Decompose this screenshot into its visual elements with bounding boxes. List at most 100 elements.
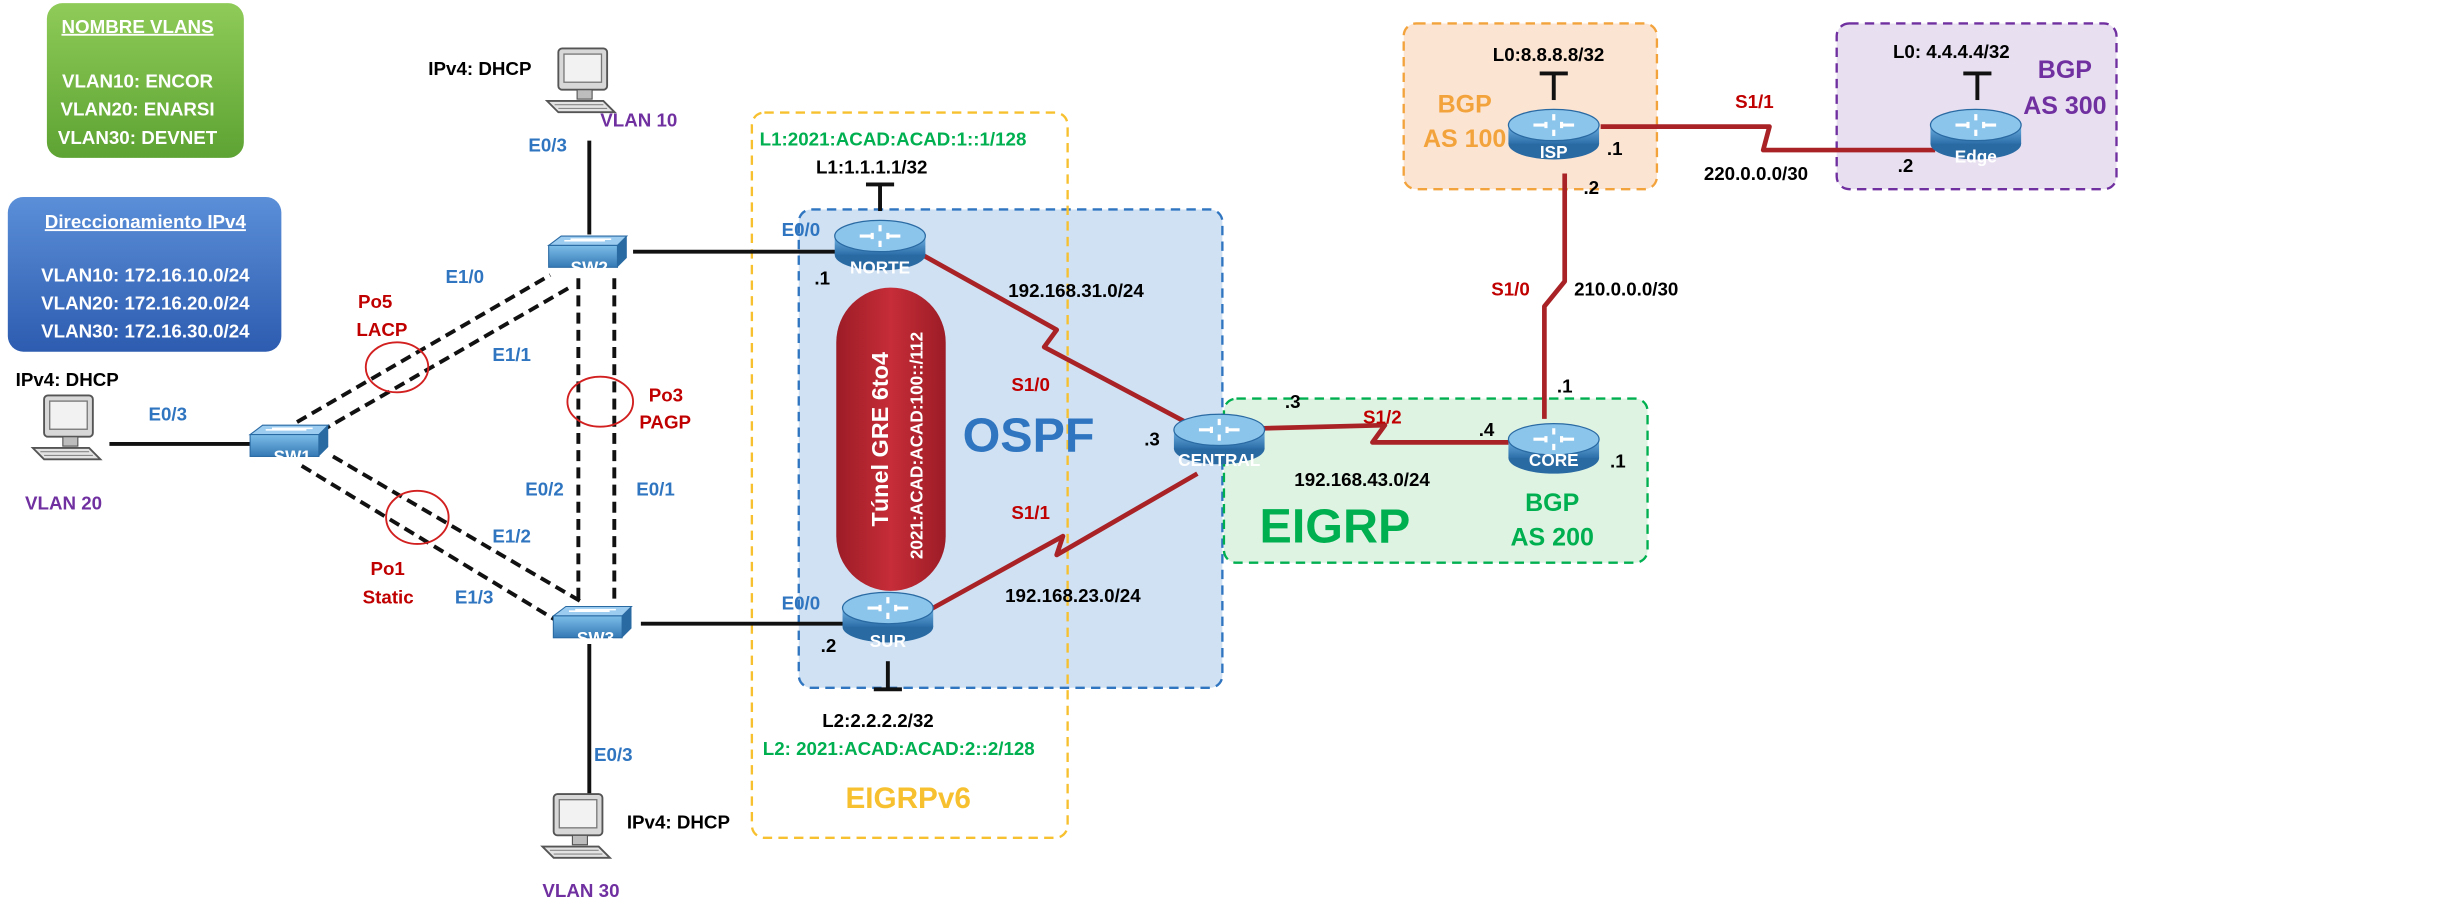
po5-mode: LACP [356,319,407,340]
sur-s11: S1/1 [1011,502,1050,523]
sur-e00: E0/0 [782,593,821,614]
po3-marker [566,375,635,428]
switch-sw1[interactable]: SW1 [249,424,330,467]
sur-ip: .2 [821,635,837,656]
serial-central-core [1262,422,1514,445]
sw2-label: SW2 [571,258,608,278]
net-central-core: 192.168.43.0/24 [1294,469,1430,490]
tunnel-prefix: 2021:ACAD:ACAD:100::/112 [906,332,926,559]
po3-mode: PAGP [639,411,691,432]
bgp300-line2: AS 300 [2023,92,2106,120]
core-ip-east: .1 [1610,450,1626,471]
po1-name: Po1 [370,558,404,579]
po5-member-1 [296,273,552,424]
switch-sw3[interactable]: SW3 [552,605,633,648]
vlan-legend-title: NOMBRE VLANS [62,16,214,37]
bgp200-line1: BGP [1525,489,1579,517]
central-label: CENTRAL [1178,450,1260,470]
loopback-stems [865,71,1992,692]
serial-isp-edge [1600,124,1936,153]
serial-links [921,124,1936,612]
router-core[interactable]: CORE [1506,422,1601,476]
ipv4-legend-title: Direccionamiento IPv4 [45,211,247,232]
pc20-port-label: E0/3 [148,403,187,424]
port-e1-0: E1/0 [445,266,484,287]
serial-core-isp [1542,173,1568,419]
port-e1-1: E1/1 [492,344,531,365]
etherchannel-links [296,273,617,623]
ipv4-legend-line-1: VLAN10: 172.16.10.0/24 [41,264,250,285]
ipv4-legend-line-3: VLAN30: 172.16.30.0/24 [41,321,250,342]
core-ip-west: .4 [1479,419,1495,440]
pc20-vlan-label: VLAN 20 [25,493,102,514]
router-central[interactable]: CENTRAL [1172,412,1267,470]
ipv4-addressing-legend: Direccionamiento IPv4 VLAN10: 172.16.10.… [7,196,282,352]
tunnel-title: Túnel GRE 6to4 [867,352,893,526]
eigrpv6-area-label: EIGRPv6 [845,782,970,815]
net-norte-central: 192.168.31.0/24 [1008,280,1144,301]
central-ip-west: .3 [1144,428,1160,449]
po1-member-1 [300,464,558,623]
vlan-legend-line-3: VLAN30: DEVNET [58,127,218,148]
central-s12: S1/2 [1363,407,1402,428]
po1-marker [385,489,450,545]
isp-loopback-label: L0:8.8.8.8/32 [1493,44,1605,65]
eigrp-area-label: EIGRP [1260,499,1411,553]
net-isp-edge: 220.0.0.0/30 [1704,163,1808,184]
central-ip-east: .3 [1285,391,1301,412]
router-sur[interactable]: SUR [840,590,935,651]
po5-member-2 [319,284,574,434]
norte-ip: .1 [814,267,830,288]
pc20-ip-label: IPv4: DHCP [16,369,119,390]
ospf-area-label: OSPF [963,409,1095,463]
router-isp[interactable]: ISP [1506,107,1601,162]
bgp200-line2: AS 200 [1511,524,1594,552]
l2-ipv6-label: L2: 2021:ACAD:ACAD:2::2/128 [763,738,1035,759]
pc30-port-label: E0/3 [594,744,633,765]
pc-vlan20[interactable] [31,394,102,461]
gre-tunnel: Túnel GRE 6to4 2021:ACAD:ACAD:100::/112 [836,287,946,591]
ipv4-legend-line-2: VLAN20: 172.16.20.0/24 [41,293,250,314]
l2-ipv4-label: L2:2.2.2.2/32 [822,710,934,731]
pc30-vlan-label: VLAN 30 [542,880,619,901]
port-e0-1: E0/1 [636,479,675,500]
core-s10: S1/0 [1491,278,1530,299]
port-e0-2: E0/2 [525,479,564,500]
core-label: CORE [1529,450,1579,470]
edge-loopback-label: L0: 4.4.4.4/32 [1893,41,2010,62]
norte-e00: E0/0 [782,219,821,240]
po1-member-2 [331,454,583,604]
router-edge[interactable]: Edge [1928,107,2023,167]
bgp300-line1: BGP [2038,56,2092,84]
l1-ipv6-label: L1:2021:ACAD:ACAD:1::1/128 [760,128,1027,149]
po5-marker [364,341,430,394]
sur-label: SUR [870,631,907,651]
sw1-label: SW1 [274,447,312,467]
router-norte[interactable]: NORTE [833,218,927,278]
pc-vlan10[interactable] [546,47,616,114]
pc30-ip-label: IPv4: DHCP [627,811,730,832]
port-e1-3: E1/3 [455,586,494,607]
core-ip-north: .1 [1557,375,1573,396]
vlan-names-legend: NOMBRE VLANS VLAN10: ENCOR VLAN20: ENARS… [46,3,244,158]
norte-label: NORTE [850,258,910,278]
po5-name: Po5 [358,291,392,312]
ethernet-links [109,140,846,798]
net-sur-central: 192.168.23.0/24 [1005,585,1141,606]
pc-vlan30[interactable] [541,793,611,859]
net-core-isp: 210.0.0.0/30 [1574,278,1678,299]
bgp100-line2: AS 100 [1423,125,1506,153]
isp-label: ISP [1540,142,1568,162]
pc10-ip-label: IPv4: DHCP [428,58,531,79]
norte-s10: S1/0 [1011,374,1050,395]
port-e1-2: E1/2 [492,525,531,546]
serial-norte-central [921,252,1199,431]
vlan-legend-line-1: VLAN10: ENCOR [62,71,214,92]
switch-sw2[interactable]: SW2 [547,235,628,278]
isp-ip-south: .2 [1583,177,1599,198]
l1-ipv4-label: L1:1.1.1.1/32 [816,157,928,178]
serial-sur-central [928,471,1199,612]
bgp100-line1: BGP [1438,91,1492,119]
eigrpv6-area [750,111,1069,840]
